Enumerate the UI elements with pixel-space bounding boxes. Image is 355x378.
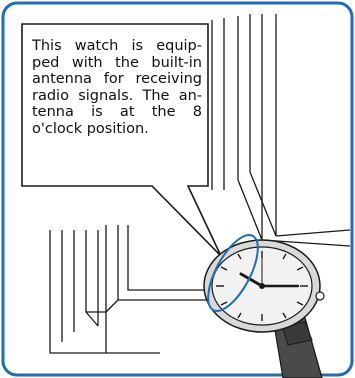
- callout-line-6: o'clock position.: [32, 121, 202, 138]
- callout-text: This watch is equip- ped with the built-…: [32, 38, 202, 137]
- callout-line-3: antenna for receiving: [32, 71, 202, 88]
- callout-line-2: ped with the built-in: [32, 55, 202, 72]
- callout-line-5: tenna is at the 8: [32, 104, 202, 121]
- callout-line-1: This watch is equip-: [32, 38, 202, 55]
- callout-line-4: radio signals. The an-: [32, 88, 202, 105]
